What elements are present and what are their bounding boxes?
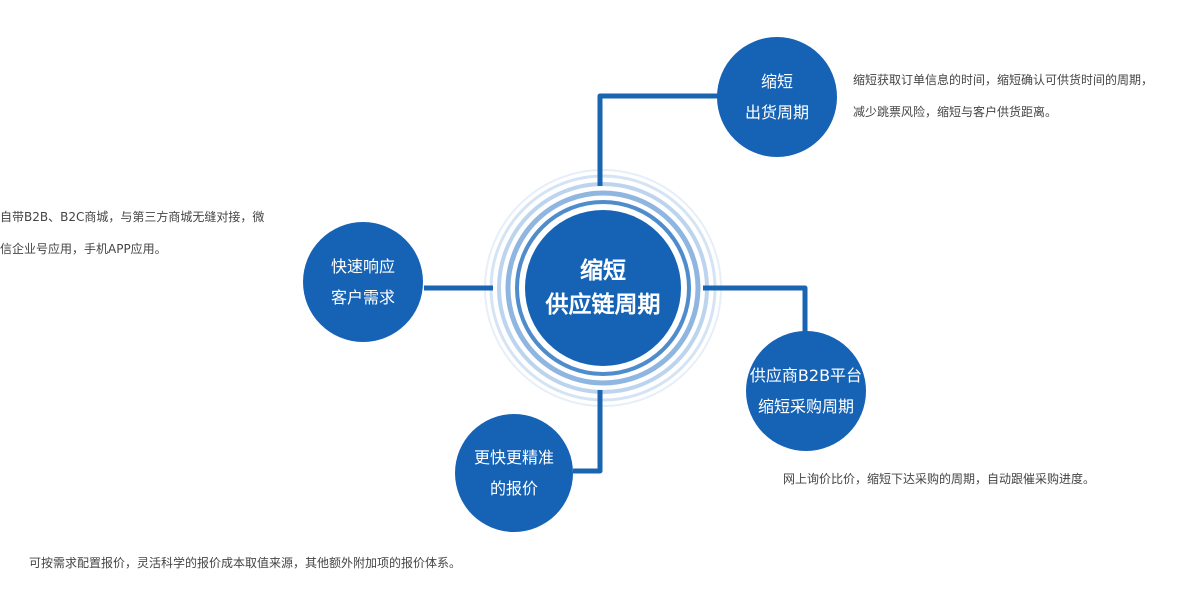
node-response-line1: 快速响应	[330, 257, 395, 276]
connector-quote	[573, 390, 603, 474]
desc-response: 自带B2B、B2C商城，与第三方商城无缝对接，微 信企业号应用，手机APP应用。	[0, 201, 264, 265]
desc-procurement-line1: 网上询价比价，缩短下达采购的周期，自动跟催采购进度。	[783, 472, 1096, 486]
desc-shipping: 缩短获取订单信息的时间，缩短确认可供货时间的周期， 减少跳票风险，缩短与客户供货…	[853, 64, 1153, 128]
node-shipping: 缩短 出货周期	[717, 37, 837, 157]
node-quote-line1: 更快更精准	[473, 448, 554, 467]
node-procurement-line2: 缩短采购周期	[757, 397, 854, 416]
node-response-line2: 客户需求	[330, 288, 395, 307]
center-node: 缩短 供应链周期	[525, 210, 681, 366]
node-procurement: 供应商B2B平台 缩短采购周期	[746, 331, 866, 451]
desc-quote: 可按需求配置报价，灵活科学的报价成本取值来源，其他额外附加项的报价体系。	[29, 547, 461, 579]
center-ring-4	[505, 190, 701, 386]
node-quote-line2: 的报价	[489, 479, 538, 498]
desc-shipping-line2: 减少跳票风险，缩短与客户供货距离。	[853, 105, 1058, 119]
connector-shipping	[597, 93, 718, 186]
node-quote: 更快更精准 的报价	[455, 414, 573, 532]
center-label-line1: 缩短	[580, 258, 626, 284]
center-ring-inner	[515, 200, 691, 376]
desc-response-line2: 信企业号应用，手机APP应用。	[0, 242, 167, 256]
center-label-line2: 供应链周期	[545, 292, 661, 318]
node-shipping-line2: 出货周期	[744, 103, 809, 122]
desc-response-line1: 自带B2B、B2C商城，与第三方商城无缝对接，微	[0, 210, 265, 224]
desc-quote-line1: 可按需求配置报价，灵活科学的报价成本取值来源，其他额外附加项的报价体系。	[29, 556, 462, 570]
connector-procurement	[703, 285, 808, 335]
desc-procurement: 网上询价比价，缩短下达采购的周期，自动跟催采购进度。	[783, 463, 1095, 495]
node-response: 快速响应 客户需求	[303, 222, 423, 342]
node-shipping-line1: 缩短	[760, 72, 793, 91]
node-procurement-line1: 供应商B2B平台	[749, 366, 863, 385]
desc-shipping-line1: 缩短获取订单信息的时间，缩短确认可供货时间的周期，	[853, 73, 1154, 87]
